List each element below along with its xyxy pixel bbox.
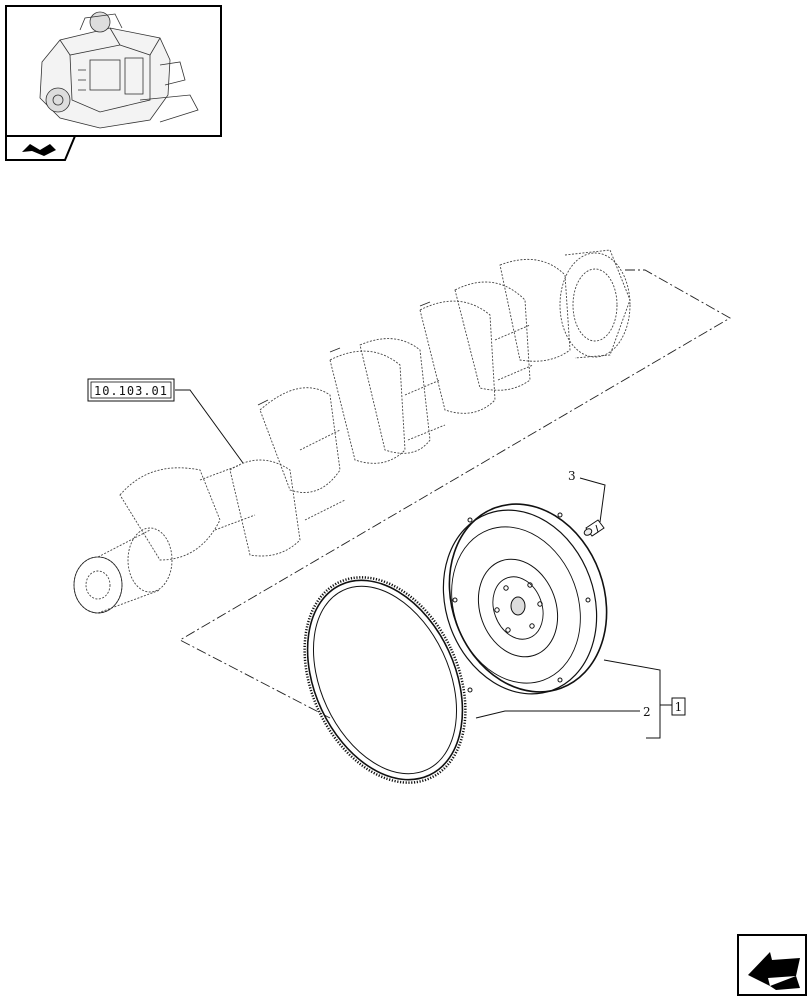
kit-label-box[interactable]: 1	[671, 697, 686, 716]
reference-label: 10.103.01	[94, 384, 168, 398]
leader-lines	[175, 389, 673, 739]
assembly-axis	[179, 269, 731, 719]
bolt	[583, 519, 605, 537]
crankshaft	[73, 249, 631, 614]
callout-3: 3	[568, 469, 576, 483]
engine-thumbnail[interactable]	[5, 5, 222, 137]
callout-1: 1	[675, 700, 683, 714]
reference-label-box[interactable]: 10.103.01	[87, 378, 175, 402]
callout-2: 2	[643, 705, 651, 719]
navigate-arrow-icon[interactable]	[737, 934, 807, 996]
ring-gear	[303, 576, 467, 784]
book-page-icon[interactable]	[5, 135, 77, 161]
flywheel	[442, 503, 608, 695]
